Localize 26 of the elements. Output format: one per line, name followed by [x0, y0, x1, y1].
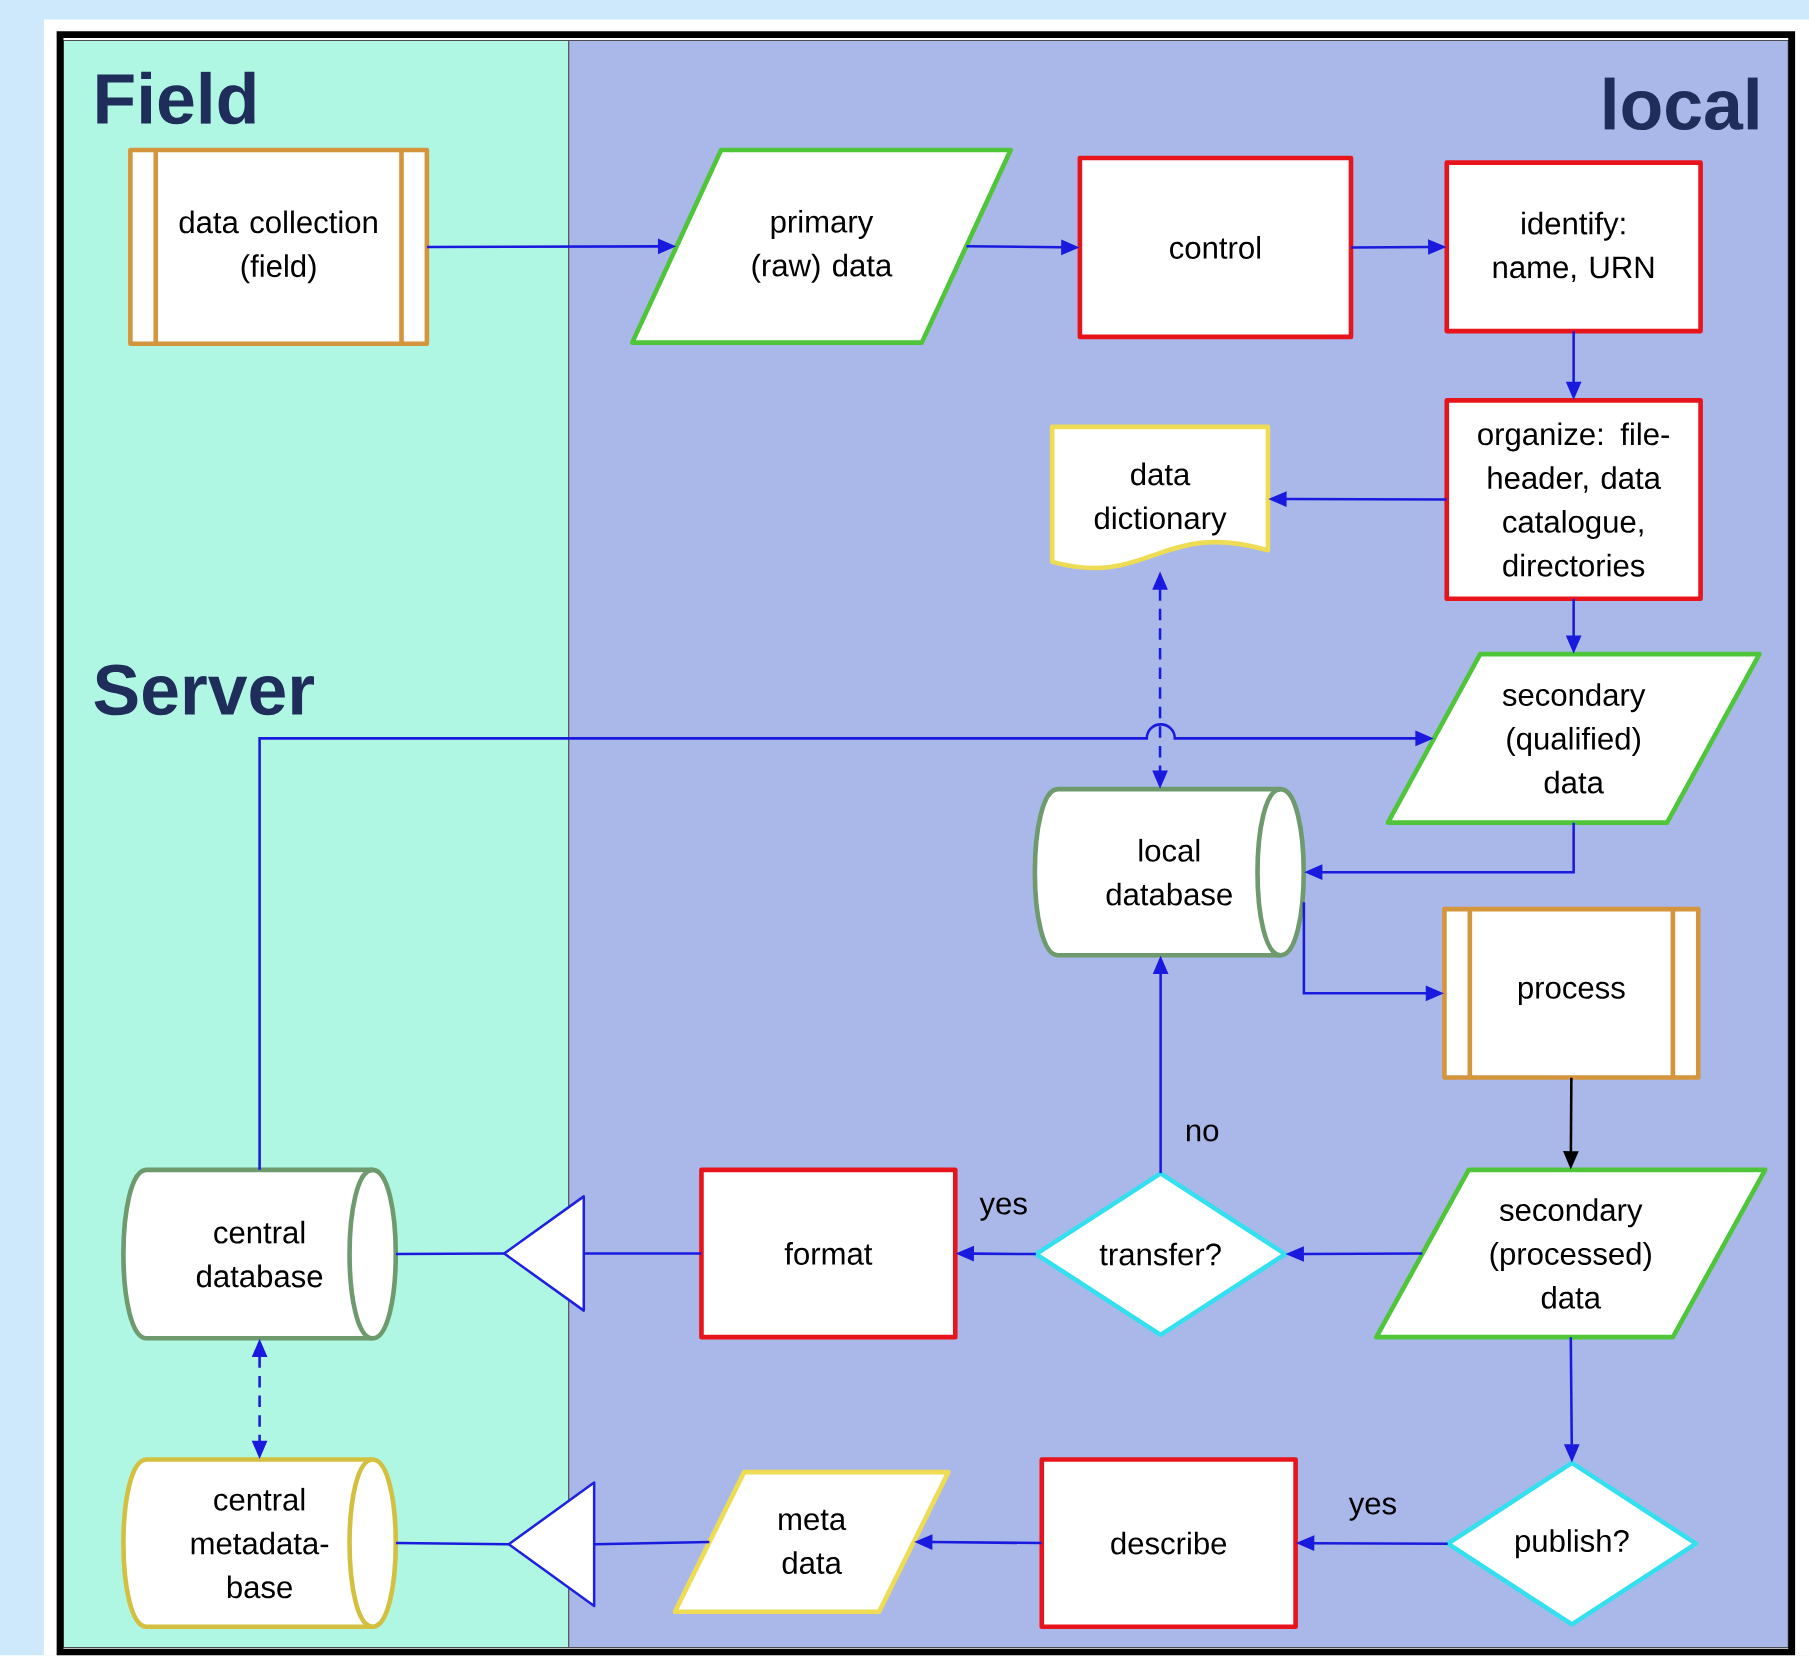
connector-line: [584, 1252, 702, 1255]
edge-label: no: [1183, 1123, 1221, 1143]
database-cylinder: central metadata-base: [121, 1457, 399, 1630]
database-cylinder: central database: [121, 1167, 399, 1341]
edge-label: yes: [978, 1196, 1029, 1222]
process-box: organize: file-header, data catalogue, directories: [1444, 398, 1703, 602]
database-cylinder: local database: [1032, 787, 1307, 958]
data-parallelogram: primary (raw) data: [629, 147, 1013, 346]
connector-line: [395, 1252, 504, 1256]
connector-line: [594, 1540, 710, 1546]
data-parallelogram: secondary (processed) data: [1374, 1167, 1768, 1340]
data-parallelogram: meta data: [672, 1470, 951, 1615]
lane-title: local: [1604, 77, 1758, 131]
process-box: describe: [1039, 1457, 1298, 1630]
process-box: identify: name, URN: [1444, 160, 1703, 334]
merge-triangle: [507, 1481, 596, 1608]
data-parallelogram: secondary (qualified) data: [1385, 652, 1762, 826]
process-box: format: [699, 1167, 958, 1340]
predefined-process-box: process: [1442, 907, 1701, 1081]
lane-title: Server: [94, 664, 314, 716]
edge-label: yes: [1347, 1496, 1399, 1522]
connector-line: [395, 1542, 509, 1546]
merge-triangle: [502, 1195, 586, 1313]
predefined-process-box: data collection (field): [128, 147, 430, 347]
process-box: control: [1077, 155, 1354, 340]
lane-title: Field: [97, 72, 255, 125]
